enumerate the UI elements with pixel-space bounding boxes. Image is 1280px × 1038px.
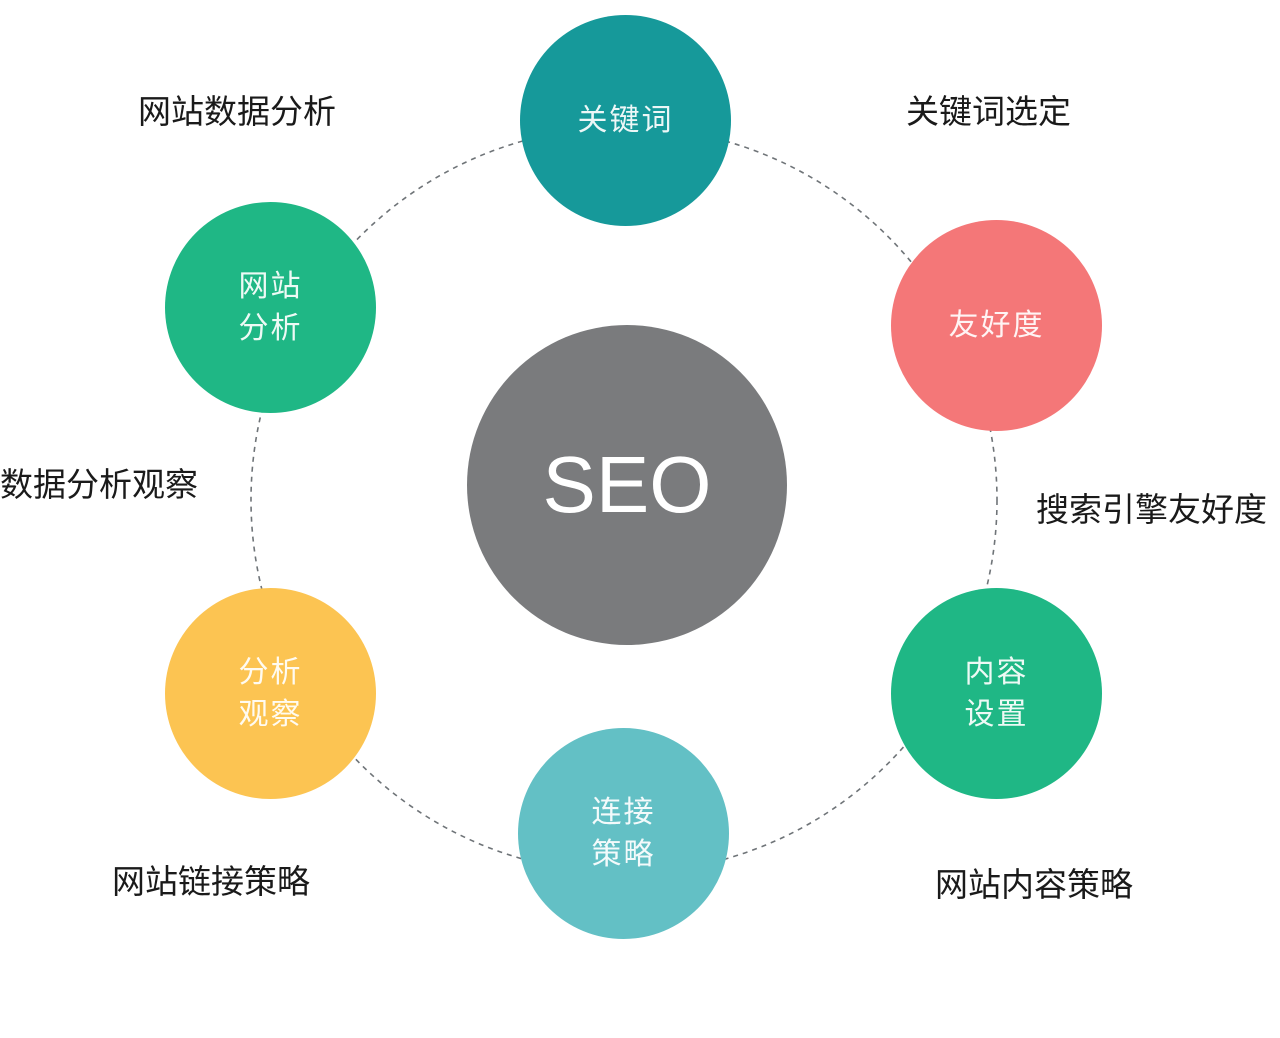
label-site-link-strategy: 网站链接策略 (112, 862, 310, 901)
label-data-analysis-observation: 数据分析观察 (0, 465, 198, 504)
link-strategy-circle: 连接 策略 (518, 728, 729, 939)
seo-center-circle: SEO (467, 325, 787, 645)
analysis-observation-circle-text: 分析 观察 (238, 654, 303, 732)
keyword-circle-text: 关键词 (577, 102, 674, 138)
analysis-observation-circle: 分析 观察 (165, 588, 376, 799)
seo-center-text: SEO (542, 440, 712, 529)
site-analysis-circle: 网站 分析 (165, 202, 376, 413)
content-settings-circle-text: 内容 设置 (964, 654, 1029, 732)
content-settings-circle: 内容 设置 (891, 588, 1102, 799)
friendliness-circle: 友好度 (891, 220, 1102, 431)
label-site-data-analysis: 网站数据分析 (138, 92, 336, 131)
link-strategy-circle-text: 连接 策略 (591, 794, 656, 872)
label-keyword-selection: 关键词选定 (906, 92, 1071, 131)
label-site-content-strategy: 网站内容策略 (935, 865, 1133, 904)
label-search-engine-friendliness: 搜索引擎友好度 (1036, 490, 1267, 529)
keyword-circle: 关键词 (520, 15, 731, 226)
friendliness-circle-text: 友好度 (948, 307, 1045, 343)
site-analysis-circle-text: 网站 分析 (238, 268, 303, 346)
